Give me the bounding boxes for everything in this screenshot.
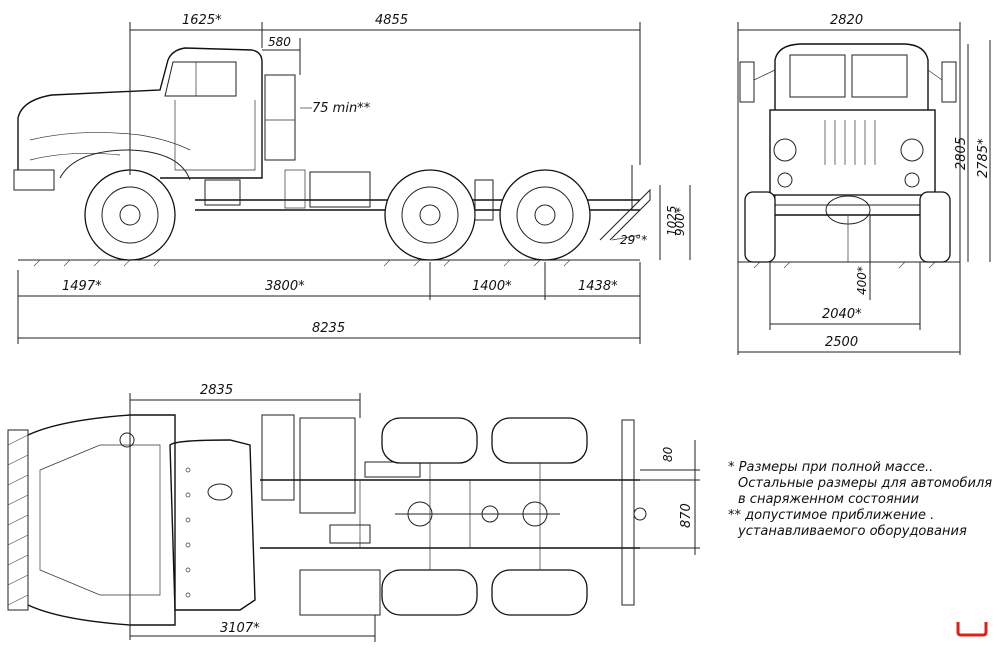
dim-3800: 3800* — [265, 279, 305, 294]
dim-400: 400* — [855, 266, 869, 295]
side-view: 1625* 4855 580 75 min** 1025 900* 29°* 1… — [13, 13, 691, 344]
dim-angle: 29°* — [620, 233, 647, 247]
note-line-5: устанавливаемого оборудования — [738, 524, 967, 539]
dim-2835: 2835 — [200, 383, 233, 398]
notes-block: * Размеры при полной массе.. Остальные р… — [728, 460, 998, 540]
dim-900: 900* — [673, 207, 687, 236]
dim-8235: 8235 — [312, 321, 345, 336]
dim-2805: 2805 — [954, 137, 969, 170]
note-line-1: * Размеры при полной массе.. — [728, 460, 934, 475]
dim-2820: 2820 — [830, 13, 863, 28]
front-view: 2820 2805 2785* 400* 2040* 2500 — [737, 13, 991, 355]
note-line-2: Остальные размеры для автомобиля — [738, 476, 993, 491]
dim-80: 80 — [661, 446, 675, 462]
note-line-4: ** допустимое приближение . — [728, 508, 935, 523]
plan-view: 2835 3107* 80 870 — [7, 383, 700, 642]
dim-870: 870 — [679, 503, 694, 528]
dim-1625: 1625* — [182, 13, 222, 28]
front-wheel — [84, 169, 176, 261]
rear-wheel-1 — [384, 169, 476, 261]
dim-2040: 2040* — [822, 307, 862, 322]
dim-1497: 1497* — [62, 279, 102, 294]
dim-2500: 2500 — [825, 335, 858, 350]
dim-2785: 2785* — [976, 138, 991, 178]
dim-75-min: 75 min** — [312, 101, 371, 116]
dim-1438: 1438* — [578, 279, 618, 294]
dim-4855: 4855 — [375, 13, 408, 28]
brand-logo — [956, 622, 988, 637]
dim-3107: 3107* — [220, 621, 260, 636]
note-line-3: в снаряженном состоянии — [738, 492, 920, 507]
dim-1400: 1400* — [472, 279, 512, 294]
rear-wheel-2 — [499, 169, 591, 261]
dim-1025: 1025 — [665, 205, 679, 236]
dim-580: 580 — [268, 35, 291, 49]
